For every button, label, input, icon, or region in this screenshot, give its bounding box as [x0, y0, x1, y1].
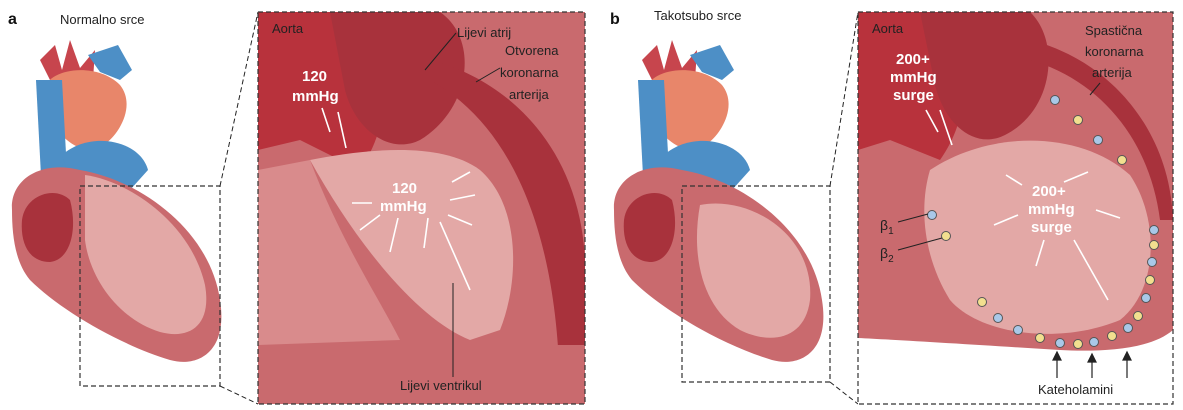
pressure-lv-value-a: 120	[392, 180, 417, 197]
label-catecholamines: Kateholamini	[1038, 382, 1113, 397]
panel-a-letter: a	[8, 11, 17, 28]
label-open-coronary-1: Otvorena	[505, 43, 559, 58]
receptor-dot	[1118, 156, 1127, 165]
pressure-lv-b-line2: mmHg	[1028, 201, 1075, 218]
pressure-aorta-b-line1: 200+	[896, 51, 930, 68]
normal-heart-illustration	[12, 40, 221, 362]
zoom-line-b-top	[830, 12, 858, 186]
receptor-dot	[928, 211, 937, 220]
receptor-dot	[1090, 338, 1099, 347]
pressure-aorta-unit-a: mmHg	[292, 88, 339, 105]
receptor-dot	[1124, 324, 1133, 333]
receptor-dot	[1148, 258, 1157, 267]
panel-b-letter: b	[610, 11, 620, 28]
zoom-line-a-top	[220, 12, 258, 186]
receptor-dot	[1036, 334, 1045, 343]
receptor-dot	[978, 298, 987, 307]
label-spastic-coronary-3: arterija	[1092, 65, 1133, 80]
label-spastic-coronary-2: koronarna	[1085, 44, 1144, 59]
zoom-line-a-bottom	[220, 386, 258, 404]
receptor-dot	[1074, 340, 1083, 349]
pressure-lv-unit-a: mmHg	[380, 198, 427, 215]
label-aorta-a: Aorta	[272, 21, 304, 36]
apex-a	[258, 345, 585, 404]
pressure-aorta-b-line2: mmHg	[890, 69, 937, 86]
label-left-ventricle: Lijevi ventrikul	[400, 378, 482, 393]
right-atrium-b	[624, 193, 675, 262]
receptor-dot	[1108, 332, 1117, 341]
right-atrium	[22, 193, 73, 262]
receptor-dot	[1074, 116, 1083, 125]
panel-a-title: Normalno srce	[60, 12, 145, 27]
label-spastic-coronary-1: Spastična	[1085, 23, 1143, 38]
label-open-coronary-2: koronarna	[500, 65, 559, 80]
panel-b-title: Takotsubo srce	[654, 8, 741, 23]
pressure-aorta-value-a: 120	[302, 68, 327, 85]
receptor-dot	[1134, 312, 1143, 321]
panel-b: b Takotsubo srce	[610, 8, 1173, 404]
label-aorta-b: Aorta	[872, 21, 904, 36]
receptor-dot	[1056, 339, 1065, 348]
zoom-line-b-bottom	[830, 382, 858, 404]
receptor-dot	[994, 314, 1003, 323]
pressure-lv-b-line3: surge	[1031, 219, 1072, 236]
label-left-atrium: Lijevi atrij	[457, 25, 511, 40]
pressure-aorta-b-line3: surge	[893, 87, 934, 104]
panel-a: a Normalno srce	[8, 11, 585, 404]
label-open-coronary-3: arterija	[509, 87, 550, 102]
receptor-dot	[942, 232, 951, 241]
receptor-dot	[1150, 226, 1159, 235]
receptor-dot	[1014, 326, 1023, 335]
receptor-dot	[1150, 241, 1159, 250]
receptor-dot	[1094, 136, 1103, 145]
pressure-lv-b-line1: 200+	[1032, 183, 1066, 200]
takotsubo-heart-illustration	[614, 40, 823, 362]
receptor-dot	[1146, 276, 1155, 285]
balloon-lv-cavity	[924, 141, 1150, 334]
receptor-dot	[1051, 96, 1060, 105]
receptor-dot	[1142, 294, 1151, 303]
